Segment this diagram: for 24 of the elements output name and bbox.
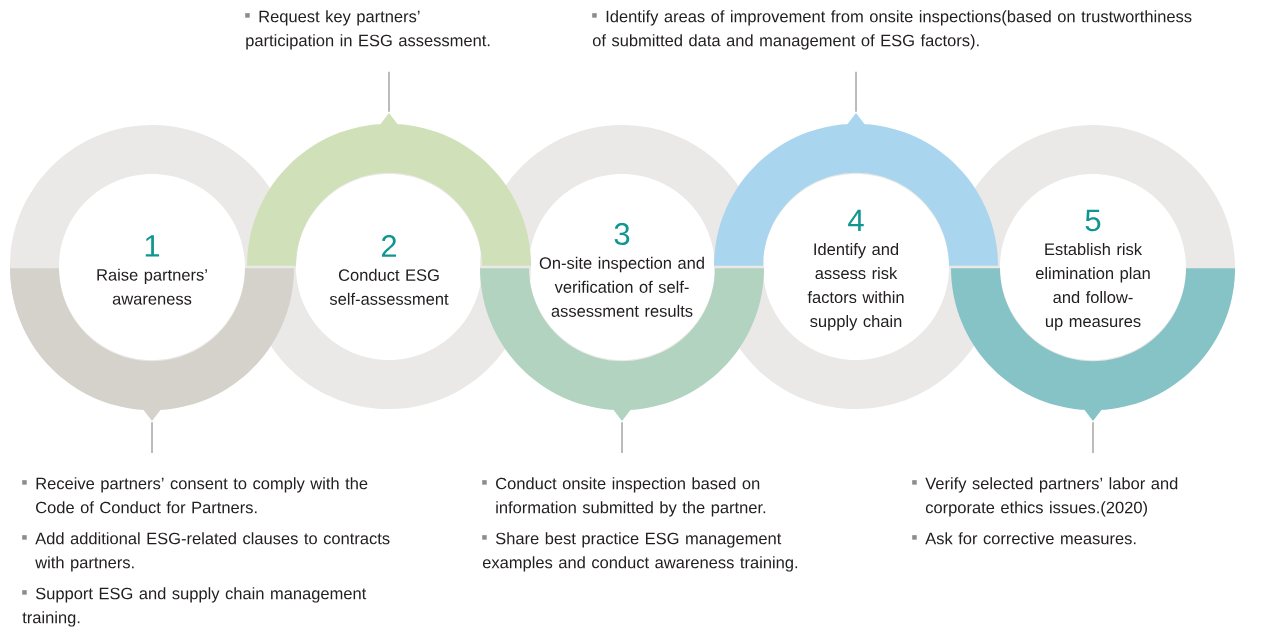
bullet-item: Request key partners’ participation in ESG assessment. (245, 10, 490, 50)
bullet-item: Support ESG and supply chain management training. (22, 587, 367, 627)
bullet-item: Receive partners’ consent to comply with the Code of Conduct for Partners. (22, 477, 368, 514)
leader-line (855, 71, 857, 113)
bullet-item: Ask for corrective measures. (912, 532, 1136, 545)
leader-line (621, 421, 623, 454)
step-number: 3 (614, 223, 630, 246)
bullet-item: Conduct onsite inspection based on information submitted by the partner. (482, 477, 766, 517)
bullet-item: Verify selected partners’ labor and corporate ethics issues.(2020) (912, 477, 1178, 517)
step-label: Establish risk elimination plan and follow-up measures (1035, 243, 1150, 331)
leader-line (388, 71, 390, 113)
bullet-item: Identify areas of improvement from onsite inspections(based on trustworthiness of submitted data and management of ESG factors). (592, 10, 1192, 50)
step-number: 4 (848, 209, 864, 231)
step-number: 5 (1085, 209, 1101, 232)
bullet-item: Add additional ESG-related clauses to contracts with partners. (22, 532, 390, 572)
step-label: Raise partners’ awareness (97, 268, 207, 305)
leader-line (1092, 421, 1094, 454)
step-number: 1 (145, 235, 160, 257)
step-number: 2 (381, 235, 397, 257)
step-label: On-site inspection and verification of self-assessment results (539, 256, 704, 317)
leader-line (151, 421, 153, 454)
bullet-item: Share best practice ESG management examples and conduct awareness training. (482, 532, 798, 572)
step-label: Conduct ESG self-assessment (329, 268, 449, 305)
step-label: Identify and assess risk factors within supply chain (807, 243, 904, 331)
